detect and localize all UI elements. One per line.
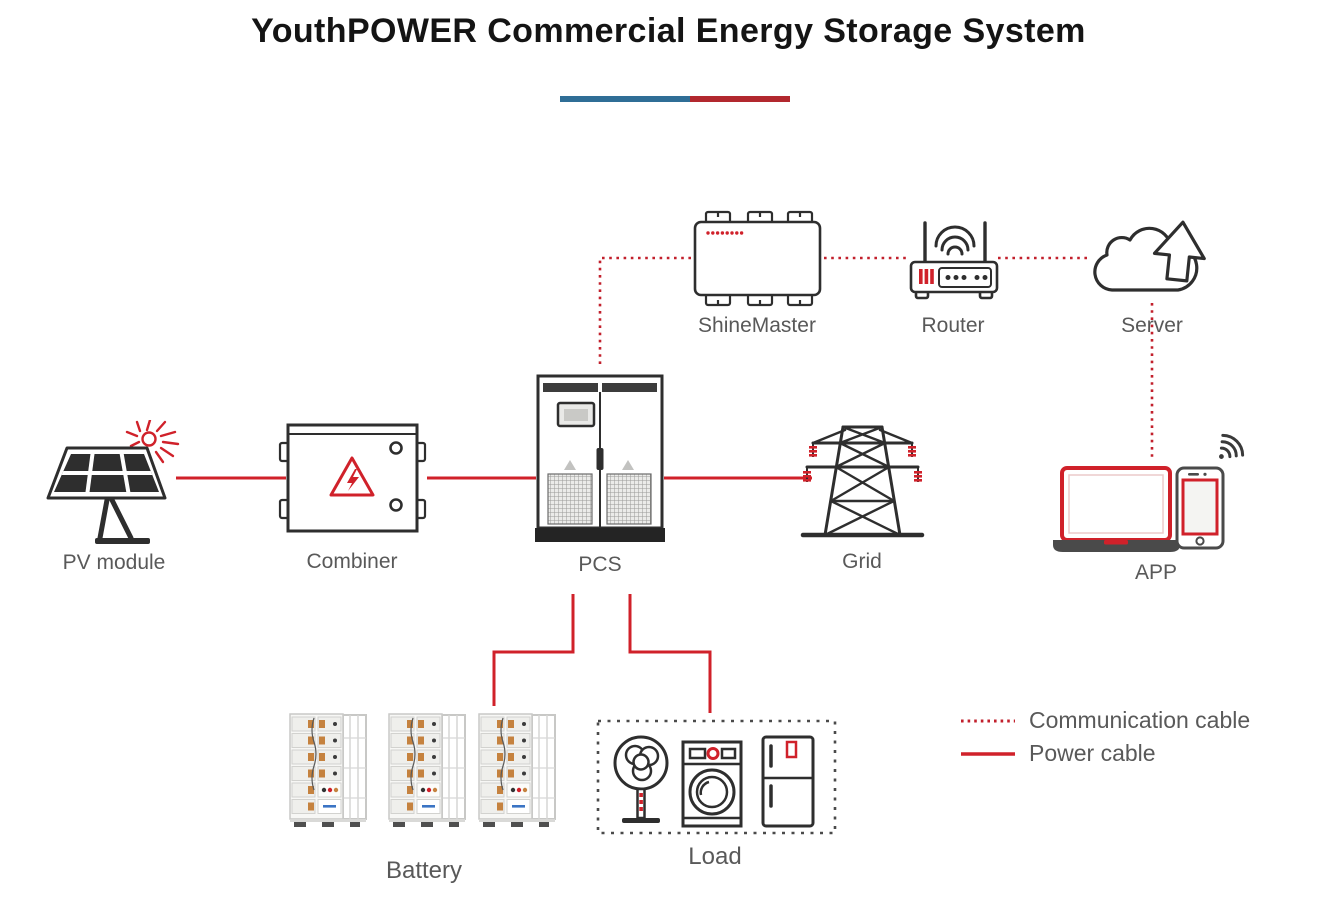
divider-blue-bar bbox=[560, 96, 690, 102]
page-title: YouthPOWER Commercial Energy Storage Sys… bbox=[251, 12, 1086, 50]
phone-icon bbox=[1175, 466, 1225, 550]
node-pcs bbox=[530, 372, 670, 557]
pv-module-label: PV module bbox=[62, 551, 166, 574]
insulators bbox=[803, 443, 922, 482]
grid-label: Grid bbox=[842, 550, 882, 573]
node-app bbox=[1048, 428, 1253, 568]
shinemaster-label: ShineMaster bbox=[698, 314, 816, 337]
battery-rack-3 bbox=[478, 713, 556, 828]
battery-rack-icon bbox=[289, 713, 556, 828]
panel-legs bbox=[97, 497, 134, 541]
router-status-bars bbox=[919, 269, 934, 284]
fan-washer-fridge-icon bbox=[596, 719, 837, 835]
communication-cable-swatch bbox=[961, 719, 1015, 722]
inverter-cabinet-icon bbox=[535, 374, 665, 542]
fridge-icon bbox=[761, 735, 815, 828]
legend: Communication cable Power cable bbox=[960, 704, 1250, 770]
node-combiner bbox=[278, 420, 428, 550]
power-cable-pcs-battery bbox=[492, 594, 575, 706]
node-battery bbox=[288, 712, 560, 837]
legend-communication-row: Communication cable bbox=[960, 704, 1250, 737]
panel-cells bbox=[54, 454, 159, 492]
pcs-vent-right bbox=[606, 473, 652, 525]
pcs-handle bbox=[596, 448, 604, 470]
wifi-arcs bbox=[934, 225, 976, 256]
pcs-base bbox=[535, 528, 665, 542]
panel-base bbox=[95, 538, 150, 544]
laptop-icon bbox=[1053, 466, 1180, 552]
node-load bbox=[595, 716, 840, 843]
battery-rack-2 bbox=[388, 713, 466, 828]
wifi-router-icon bbox=[909, 221, 999, 300]
server-label: Server bbox=[1121, 314, 1183, 337]
node-pv-module bbox=[45, 418, 190, 555]
combiner-label: Combiner bbox=[306, 550, 398, 573]
power-cable-pcs-load bbox=[628, 594, 712, 713]
node-grid bbox=[795, 415, 930, 560]
legend-communication-label: Communication cable bbox=[1029, 707, 1251, 733]
load-dashed-border bbox=[596, 719, 837, 835]
led-dots bbox=[706, 231, 744, 235]
cloud-upload-icon bbox=[1093, 220, 1206, 292]
node-server bbox=[1085, 210, 1215, 310]
combiner-knob-bottom bbox=[389, 498, 403, 512]
legend-power-label: Power cable bbox=[1029, 740, 1156, 766]
solar-panel-sun-icon bbox=[46, 418, 180, 544]
transmission-tower-icon bbox=[800, 425, 925, 538]
divider-red-bar bbox=[690, 96, 790, 102]
power-cable-swatch bbox=[961, 751, 1015, 756]
title-divider bbox=[560, 96, 790, 102]
comm-cable-pcs-shinemaster bbox=[598, 256, 692, 364]
pcs-display bbox=[556, 401, 596, 428]
combiner-box-icon bbox=[278, 423, 427, 533]
wifi-icon bbox=[1219, 433, 1245, 459]
router-label: Router bbox=[921, 314, 985, 337]
legend-power-row: Power cable bbox=[960, 737, 1250, 770]
router-ports bbox=[945, 275, 988, 280]
battery-label: Battery bbox=[385, 857, 463, 884]
datalogger-box-icon bbox=[693, 210, 822, 307]
pcs-warning-marks bbox=[564, 460, 634, 470]
washing-machine-icon bbox=[681, 740, 743, 828]
fan-icon bbox=[613, 735, 669, 823]
app-label: APP bbox=[1134, 561, 1178, 584]
battery-rack-1 bbox=[289, 713, 367, 828]
power-cables bbox=[176, 476, 812, 713]
pcs-label: PCS bbox=[578, 553, 622, 576]
load-label: Load bbox=[688, 843, 742, 870]
laptop-phone-wifi-icon bbox=[1053, 433, 1245, 552]
combiner-knob-top bbox=[389, 441, 403, 455]
node-router bbox=[898, 210, 1013, 310]
upload-arrow bbox=[1152, 220, 1206, 283]
warning-triangle-icon bbox=[329, 456, 375, 497]
pcs-vent-left bbox=[547, 473, 593, 525]
node-shinemaster bbox=[687, 205, 833, 316]
sun-icon bbox=[125, 418, 180, 464]
